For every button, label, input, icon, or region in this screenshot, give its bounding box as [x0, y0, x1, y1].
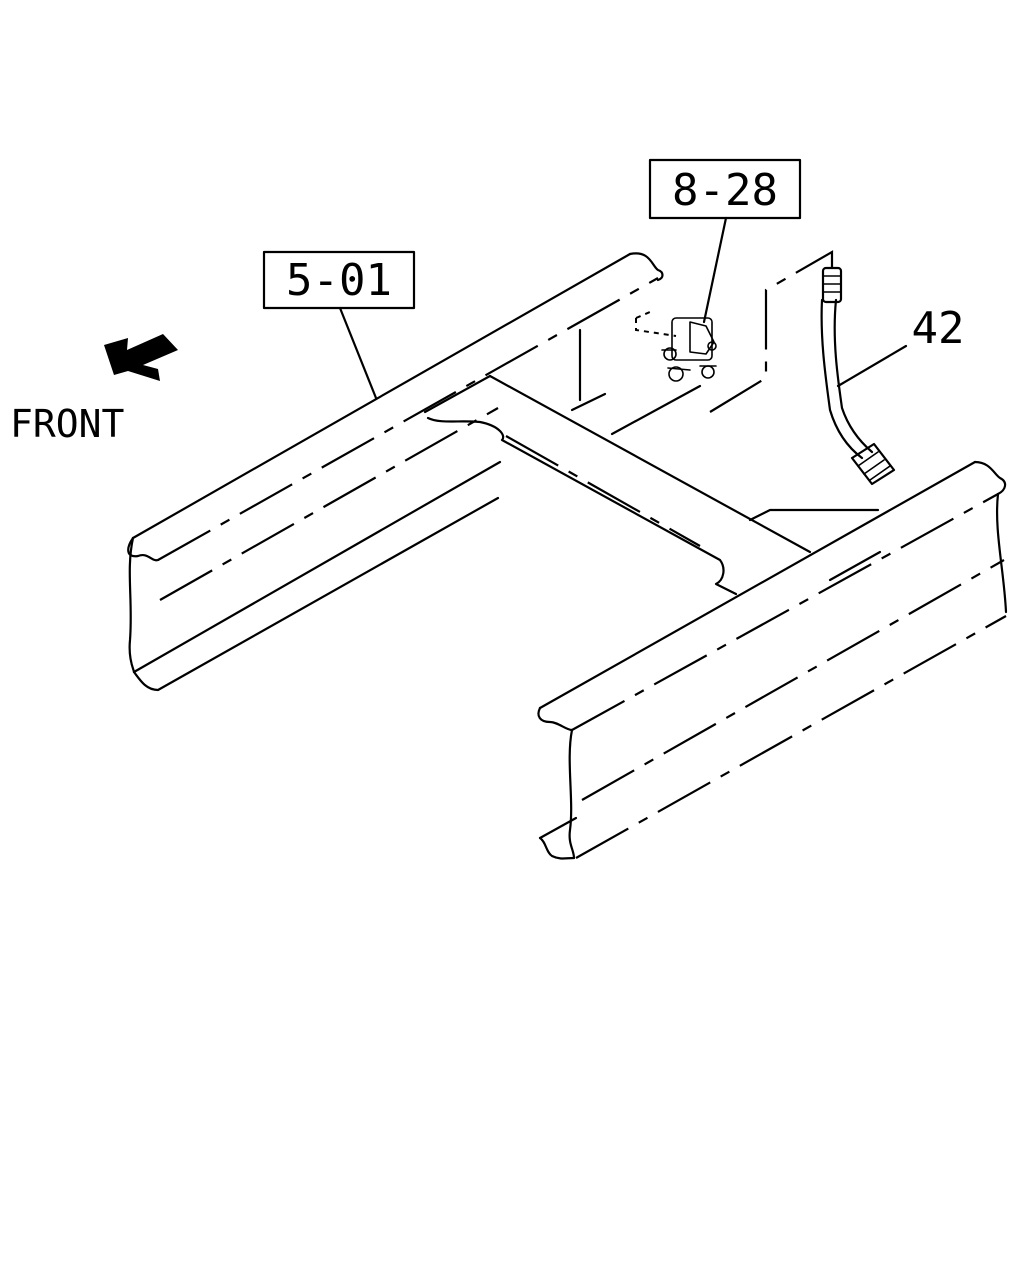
valve-assembly: [635, 311, 717, 382]
svg-text:8-28: 8-28: [672, 165, 778, 216]
right-frame-rail: [537, 460, 1008, 860]
svg-text:42: 42: [912, 303, 965, 354]
callout-8-28: 8-28: [648, 158, 802, 324]
front-label: FRONT: [10, 402, 124, 446]
callout-42: 42: [836, 303, 965, 388]
left-frame-rail: [127, 252, 664, 692]
callout-5-01: 5-01: [262, 250, 416, 400]
svg-text:5-01: 5-01: [286, 255, 392, 306]
connection-line: [709, 250, 834, 413]
brake-hose: [820, 266, 896, 486]
front-arrow-icon: [104, 334, 178, 381]
cross-member: [423, 374, 880, 596]
